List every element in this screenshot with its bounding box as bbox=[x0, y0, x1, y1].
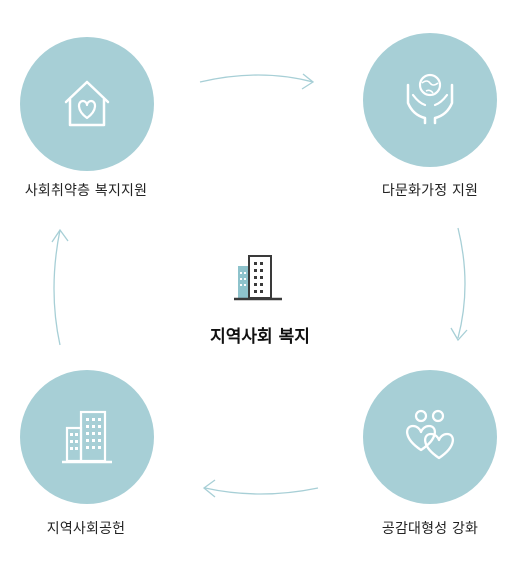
node-multicultural-support bbox=[363, 33, 497, 167]
arrow-right bbox=[457, 227, 466, 339]
arrowhead-bottom bbox=[202, 479, 216, 498]
heart-house-icon bbox=[64, 80, 110, 127]
arrowhead-top bbox=[301, 73, 315, 90]
node-label: 공감대형성 강화 bbox=[381, 521, 479, 537]
node-empathy-strengthening bbox=[363, 370, 497, 504]
couple-hearts-icon bbox=[406, 409, 454, 460]
node-label: 사회취약층 복지지원 bbox=[24, 183, 148, 199]
arrow-bottom bbox=[204, 487, 319, 495]
arrowhead-right bbox=[450, 327, 468, 342]
building-icon bbox=[234, 255, 282, 301]
building-icon bbox=[62, 410, 112, 464]
node-community-contribution bbox=[20, 370, 154, 504]
node-vulnerable-support bbox=[20, 37, 154, 171]
arrow-top bbox=[199, 74, 314, 83]
node-label: 지역사회공헌 bbox=[46, 521, 126, 537]
arrow-left bbox=[53, 229, 61, 346]
node-label: 다문화가정 지원 bbox=[381, 183, 479, 199]
arrowhead-left bbox=[51, 228, 69, 243]
globe-in-hands-icon bbox=[406, 73, 454, 125]
center-title: 지역사회 복지 bbox=[210, 327, 310, 347]
